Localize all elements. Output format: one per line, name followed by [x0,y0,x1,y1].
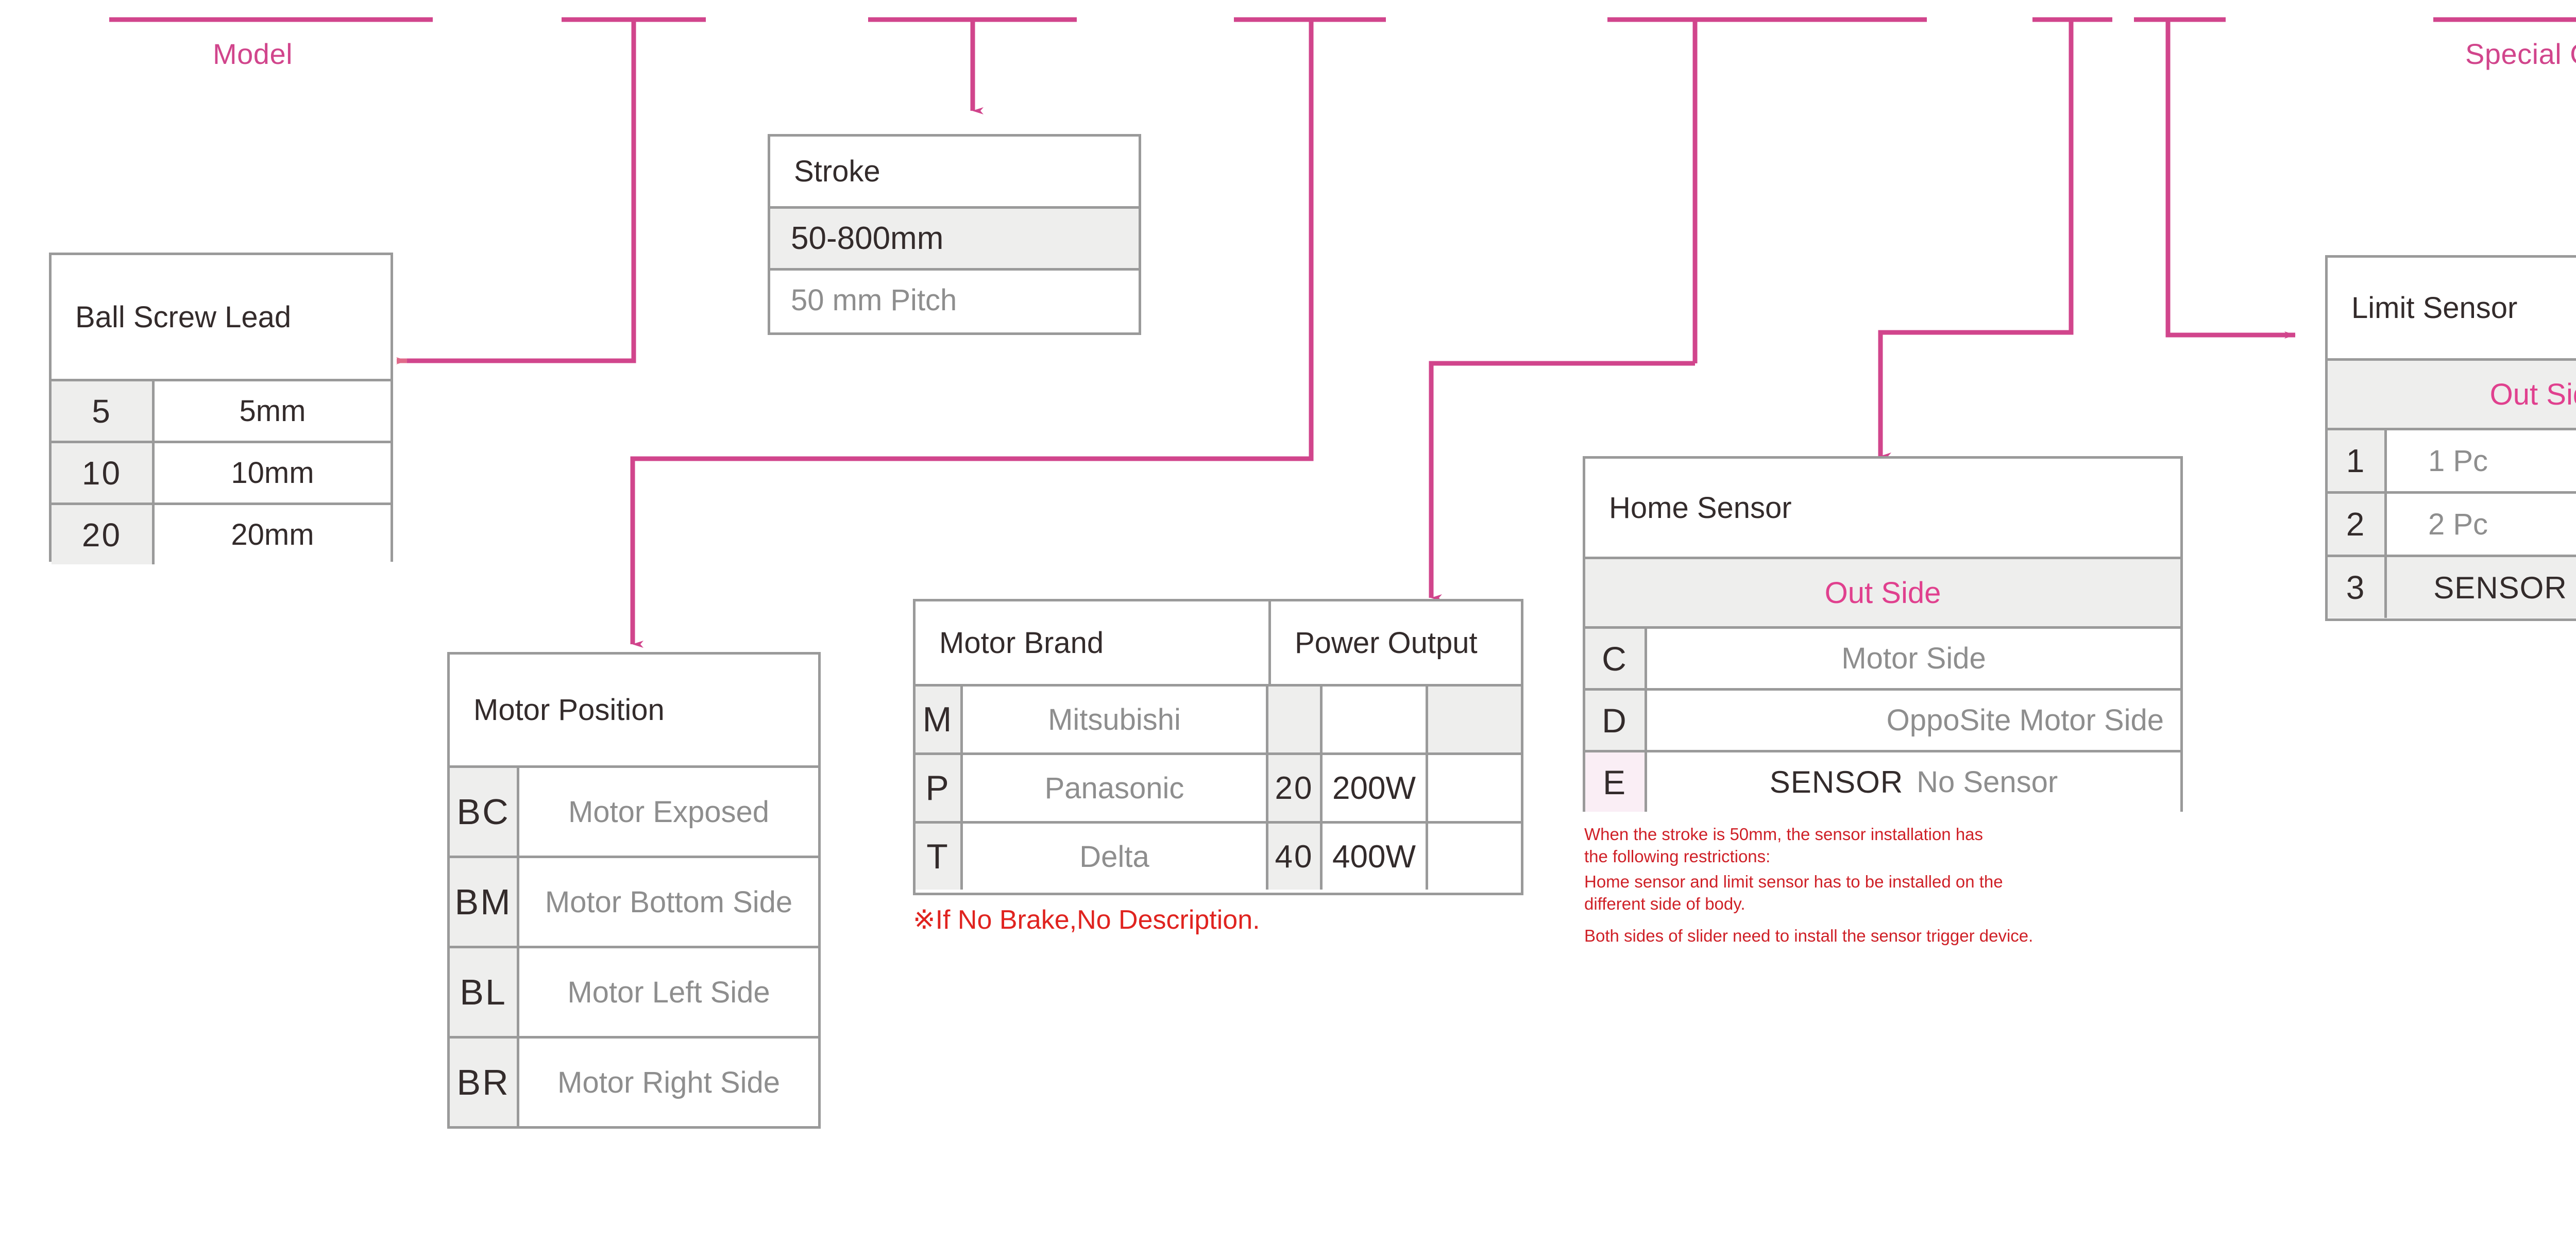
power-output-title: Power Output [1271,601,1521,684]
table-row[interactable]: T Delta 40 400W [916,821,1521,890]
label-model: Model [213,38,293,70]
ball-screw-lead-desc: 5mm [155,381,391,441]
power-output-code: 40 [1268,824,1323,890]
power-output-code [1268,687,1323,752]
home-sensor-sensor-weak: No Sensor [1917,765,2058,799]
table-row[interactable]: 20 20mm [52,503,391,564]
table-row[interactable]: P Panasonic 20 200W [916,752,1521,821]
motor-brand-name: Mitsubishi [963,687,1268,752]
motor-brand-code: P [916,755,963,821]
power-output-value: 200W [1323,755,1428,821]
table-row[interactable]: 3 SENSOR No Sensor [2328,555,2576,618]
motor-position-code: BM [450,858,519,946]
limit-sensor-code: 3 [2328,557,2387,618]
home-sensor-code: E [1585,752,1647,812]
ball-screw-lead-title: Ball Screw Lead [52,255,391,379]
table-row[interactable]: D OppoSite Motor Side [1585,688,2180,750]
table-row[interactable]: M Mitsubishi [916,684,1521,752]
home-sensor-sensor-strong: SENSOR [1769,765,1904,799]
power-output-value: 400W [1323,824,1428,890]
ball-screw-lead-desc: 10mm [155,443,391,503]
leader-path-limit-sensor [2165,20,2296,339]
limit-sensor-code: 1 [2328,430,2387,491]
stroke-range: 50-800mm [770,209,1139,268]
home-sensor-code: C [1585,629,1647,688]
table-row[interactable]: BC Motor Exposed [450,765,818,856]
motor-brand-name: Panasonic [963,755,1268,821]
ball-screw-lead-code: 10 [52,443,155,503]
ball-screw-lead-code: 5 [52,381,155,441]
home-sensor-band-label: Out Side [1824,576,1941,610]
home-sensor-band: Out Side [1585,557,2180,626]
motor-position-title: Motor Position [450,655,818,765]
power-output-spare-cell [1428,687,1521,752]
home-sensor-desc: OppoSite Motor Side [1647,691,2180,750]
motor-position-desc: Motor Exposed [519,768,818,856]
table-motor-position: Motor Position BC Motor Exposed BM Motor… [447,652,821,1129]
leader-path-ball-screw-lead [407,20,636,363]
table-motor-brand: Motor Brand Power Output M Mitsubishi P … [913,599,1523,895]
motor-brand-header-row: Motor Brand Power Output [916,601,1521,684]
table-limit-sensor: Limit Sensor Out Side 1 1 Pc 2 2 Pc 3 SE… [2325,255,2576,621]
motor-brand-name: Delta [963,824,1268,890]
motor-position-desc: Motor Left Side [519,948,818,1036]
table-row[interactable]: 1 1 Pc [2328,428,2576,491]
power-output-spare-cell [1428,755,1521,821]
home-sensor-title: Home Sensor [1585,459,2180,557]
motor-brand-title: Motor Brand [916,601,1271,684]
stroke-title: Stroke [770,137,1139,206]
table-row[interactable]: BL Motor Left Side [450,946,818,1036]
home-sensor-code: D [1585,691,1647,750]
power-output-spare-cell [1428,824,1521,890]
ball-screw-lead-code: 20 [52,505,155,564]
power-output-code: 20 [1268,755,1323,821]
stroke-range-row[interactable]: 50-800mm [770,206,1139,268]
table-row[interactable]: BM Motor Bottom Side [450,856,818,946]
table-ball-screw-lead: Ball Screw Lead 5 5mm 10 10mm 20 20mm [49,253,393,564]
table-row[interactable]: BR Motor Right Side [450,1036,818,1126]
label-special-order-no: Special Order No. [2465,38,2576,70]
limit-sensor-desc: 2 Pc [2387,494,2576,555]
limit-sensor-band-label: Out Side [2489,377,2576,411]
home-sensor-desc: Motor Side [1647,629,2180,688]
motor-brand-code: T [916,824,963,890]
motor-brand-code: M [916,687,963,752]
motor-position-code: BR [450,1039,519,1126]
home-sensor-note-1: When the stroke is 50mm, the sensor inst… [1584,825,1984,866]
motor-brake-note: ※If No Brake,No Description. [913,905,1260,935]
limit-sensor-code: 2 [2328,494,2387,555]
limit-sensor-sensor-strong: SENSOR [2433,570,2567,605]
motor-position-code: BC [450,768,519,856]
stroke-pitch: 50 mm Pitch [770,271,1139,330]
limit-sensor-desc: 1 Pc [2387,430,2576,491]
leader-path-home-sensor [1878,20,2074,460]
table-row[interactable]: 10 10mm [52,441,391,503]
table-row[interactable]: 2 2 Pc [2328,491,2576,555]
limit-sensor-title: Limit Sensor [2328,258,2576,358]
ball-screw-lead-desc: 20mm [155,505,391,564]
home-sensor-note-2: Home sensor and limit sensor has to be i… [1584,872,2003,913]
motor-position-code: BL [450,948,519,1036]
table-stroke: Stroke 50-800mm 50 mm Pitch [768,134,1141,335]
home-sensor-note-3: Both sides of slider need to install the… [1584,926,2033,945]
table-home-sensor: Home Sensor Out Side C Motor Side D Oppo… [1583,456,2183,812]
table-row[interactable]: 5 5mm [52,379,391,441]
stroke-pitch-row[interactable]: 50 mm Pitch [770,268,1139,330]
table-row[interactable]: E SENSOR No Sensor [1585,750,2180,812]
limit-sensor-band: Out Side [2328,358,2576,428]
table-row[interactable]: C Motor Side [1585,626,2180,688]
motor-position-desc: Motor Right Side [519,1039,818,1126]
motor-position-desc: Motor Bottom Side [519,858,818,946]
power-output-value [1323,687,1428,752]
